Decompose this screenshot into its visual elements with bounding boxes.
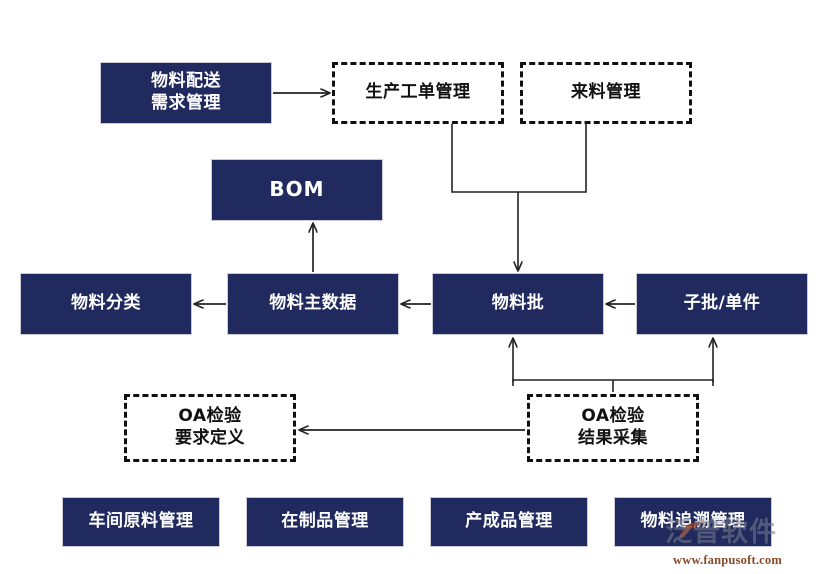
node-label: 物料分类 bbox=[71, 293, 141, 314]
node-label: 物料追溯管理 bbox=[640, 511, 746, 532]
node-label: 物料主数据 bbox=[269, 293, 357, 314]
connector-workorder-merge bbox=[451, 124, 587, 193]
node-label: 在制品管理 bbox=[281, 511, 369, 532]
node-material-master-data[interactable]: 物料主数据 bbox=[227, 273, 399, 335]
node-label: 子批/单件 bbox=[683, 293, 761, 314]
node-finished-product[interactable]: 产成品管理 bbox=[430, 497, 588, 547]
node-label: BOM bbox=[269, 177, 325, 202]
node-label: 物料配送 需求管理 bbox=[151, 71, 221, 113]
node-label: OA检验 要求定义 bbox=[175, 406, 245, 448]
node-label: 来料管理 bbox=[571, 82, 641, 103]
node-work-in-progress[interactable]: 在制品管理 bbox=[246, 497, 404, 547]
node-material-delivery-demand[interactable]: 物料配送 需求管理 bbox=[100, 62, 272, 124]
node-label: 物料批 bbox=[491, 293, 545, 314]
node-production-work-order[interactable]: 生产工单管理 bbox=[332, 62, 504, 124]
node-bom[interactable]: BOM bbox=[211, 159, 383, 221]
watermark-url: www.fanpusoft.com bbox=[673, 553, 782, 567]
node-label: 生产工单管理 bbox=[365, 82, 471, 103]
node-label: OA检验 结果采集 bbox=[578, 406, 648, 448]
node-material-batch[interactable]: 物料批 bbox=[432, 273, 604, 335]
node-sub-batch-single[interactable]: 子批/单件 bbox=[636, 273, 808, 335]
node-material-traceability[interactable]: 物料追溯管理 bbox=[614, 497, 772, 547]
connector-oaresult-branch-bar bbox=[512, 379, 714, 386]
node-label: 车间原料管理 bbox=[88, 511, 194, 532]
node-material-classification[interactable]: 物料分类 bbox=[20, 273, 192, 335]
node-label: 产成品管理 bbox=[465, 511, 553, 532]
node-oa-inspection-result[interactable]: OA检验 结果采集 bbox=[527, 394, 699, 462]
node-incoming-material[interactable]: 来料管理 bbox=[520, 62, 692, 124]
node-oa-inspection-definition[interactable]: OA检验 要求定义 bbox=[124, 394, 296, 462]
node-workshop-raw-material[interactable]: 车间原料管理 bbox=[62, 497, 220, 547]
